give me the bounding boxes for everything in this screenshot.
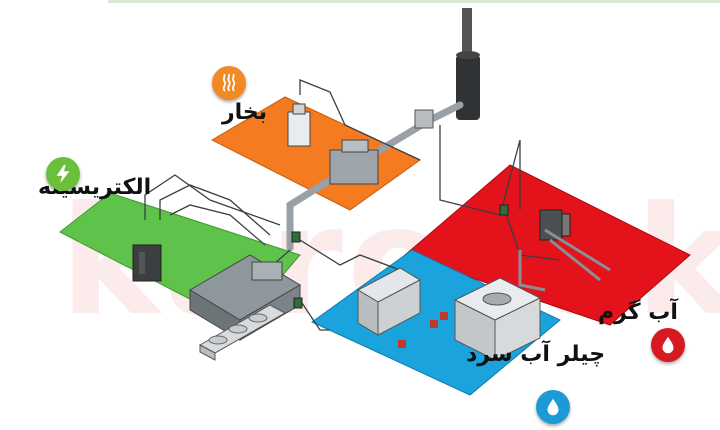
hot-water-label: آب گرم [598,300,678,325]
steam-unit [287,103,311,147]
pump-group [398,312,448,348]
steam-boiler [329,139,379,185]
hot-water-badge [651,328,685,362]
radiator-cooler [198,304,287,361]
chilled-water-badge [536,390,570,424]
chilled-water-label: چیلر آب سرد [466,342,606,367]
electricity-badge [46,157,80,191]
hot-water-panel [404,164,691,326]
absorption-chiller [356,267,422,336]
water-drop-icon [547,398,559,416]
cooling-tower [453,277,542,361]
top-divider [108,0,720,3]
electrical-cabinet [132,244,162,282]
duct-valve-box [414,109,434,129]
control-boxes [291,204,509,309]
steam-wave-icon [222,73,236,92]
steam-badge [212,66,246,100]
lightning-bolt-icon [56,164,70,184]
steam-label: بخار [222,100,268,125]
water-drop-icon [662,336,674,354]
hot-water-pipes [518,228,611,292]
